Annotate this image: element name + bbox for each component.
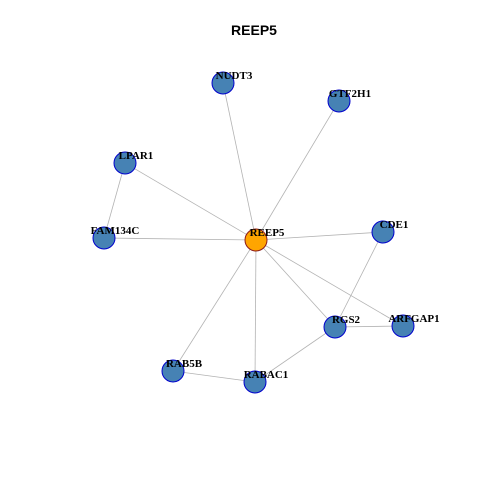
node-gtf2h1 — [327, 89, 351, 113]
node-label-rabac1: RABAC1 — [244, 369, 289, 381]
node-label-rgs2: RGS2 — [332, 314, 361, 326]
node-label-rab5b: RAB5B — [166, 358, 203, 370]
edge-reep5-rab5b — [172, 239, 257, 372]
node-fam134c — [92, 226, 116, 250]
nodes-layer — [92, 71, 415, 394]
node-rabac1 — [243, 370, 267, 394]
node-cde1 — [371, 220, 395, 244]
node-label-fam134c: FAM134C — [91, 225, 140, 237]
edge-rab5b-rabac1 — [172, 370, 256, 383]
node-label-lpar1: LPAR1 — [119, 150, 154, 162]
edge-reep5-lpar1 — [124, 162, 257, 241]
node-label-nudt3: NUDT3 — [216, 70, 253, 82]
edge-reep5-rgs2 — [255, 239, 336, 328]
node-nudt3 — [211, 71, 235, 95]
node-label-reep5: REEP5 — [250, 227, 285, 239]
edge-reep5-nudt3 — [222, 82, 257, 241]
edge-reep5-arfgap1 — [255, 239, 404, 327]
graph-title: REEP5 — [231, 22, 277, 38]
node-label-gtf2h1: GTF2H1 — [329, 88, 371, 100]
edge-rgs2-rabac1 — [254, 326, 336, 383]
edge-reep5-rabac1 — [254, 239, 257, 383]
node-rgs2 — [323, 315, 347, 339]
edge-lpar1-fam134c — [103, 162, 126, 239]
edge-reep5-gtf2h1 — [255, 100, 340, 241]
node-arfgap1 — [391, 314, 415, 338]
node-label-cde1: CDE1 — [380, 219, 409, 231]
edge-cde1-rgs2 — [334, 231, 384, 328]
node-label-arfgap1: ARFGAP1 — [388, 313, 439, 325]
edge-reep5-fam134c — [103, 237, 257, 241]
node-rab5b — [161, 359, 185, 383]
edge-reep5-cde1 — [255, 231, 384, 241]
node-lpar1 — [113, 151, 137, 175]
node-reep5 — [244, 228, 268, 252]
